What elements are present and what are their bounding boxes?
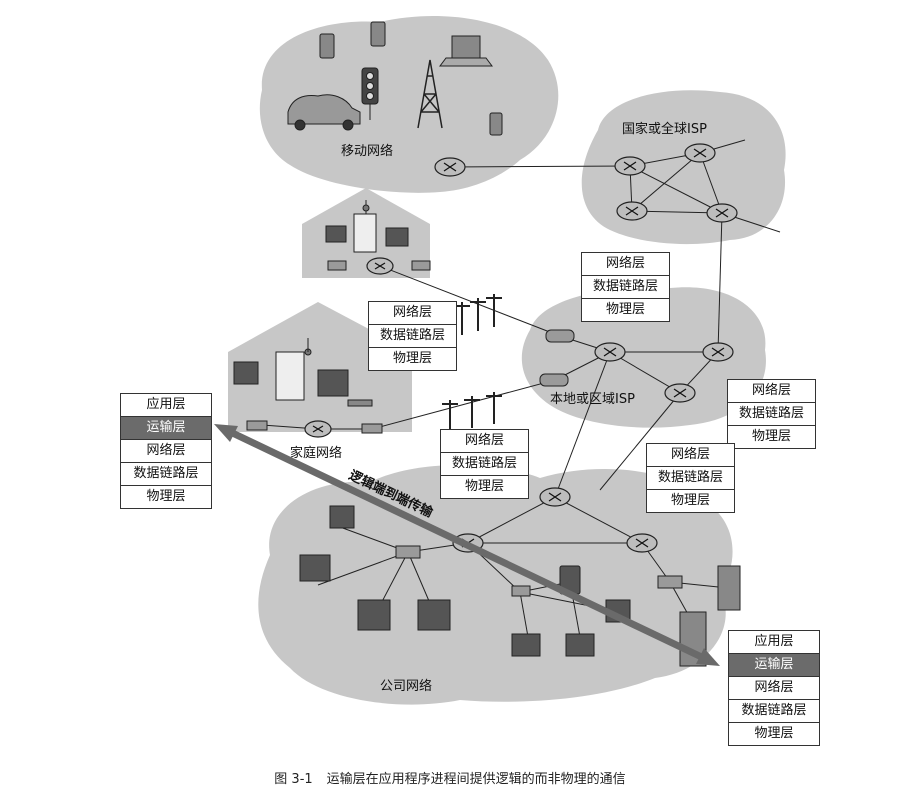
router-stack-home: 网络层 数据链路层 物理层 (368, 301, 457, 371)
router-stack-regional: 网络层 数据链路层 物理层 (727, 379, 816, 449)
modem-icon (539, 373, 569, 387)
modem-icon (545, 329, 575, 343)
desktop-monitor-icon (299, 554, 331, 582)
modem-icon (511, 585, 531, 597)
phone-icon (489, 112, 503, 136)
desktop-monitor-icon (417, 599, 451, 631)
switch-icon (395, 545, 421, 559)
router-icon (434, 157, 466, 177)
regional-isp-label: 本地或区域ISP (550, 392, 635, 407)
data-link-layer: 数据链路层 (728, 403, 815, 426)
enterprise-devices (299, 505, 741, 667)
arrowhead-right (696, 648, 720, 666)
routers (304, 143, 738, 553)
network-layer: 网络层 (441, 430, 528, 453)
physical-layer: 物理层 (754, 726, 794, 741)
figure-caption: 图 3-1 运输层在应用程序进程间提供逻辑的而非物理的通信 (0, 768, 900, 787)
data-link-layer: 数据链路层 (441, 453, 528, 476)
router-stack-middle: 网络层 数据链路层 物理层 (440, 429, 529, 499)
figure-number: 图 3-1 (274, 772, 313, 787)
lower-house-devices (233, 338, 373, 407)
enterprise-network-cloud (258, 465, 733, 705)
router-icon (702, 342, 734, 362)
laptop-icon (511, 633, 541, 657)
physical-layer: 物理层 (392, 351, 432, 366)
network-layer: 网络层 (647, 444, 734, 467)
arrowhead-left (214, 424, 238, 442)
thermometer-icon (362, 204, 370, 212)
car-icon (287, 94, 361, 125)
utility-poles (442, 294, 502, 432)
router-stack-national: 网络层 数据链路层 物理层 (581, 252, 670, 322)
data-link-layer: 数据链路层 (582, 276, 669, 299)
physical-layer: 物理层 (605, 302, 645, 317)
data-link-layer: 数据链路层 (729, 700, 819, 723)
physical-layer: 物理层 (751, 429, 791, 444)
cell-tower-icon (417, 59, 443, 129)
laptop-base-icon (439, 57, 493, 67)
laptop-icon (565, 633, 595, 657)
transport-layer: 运输层 (729, 654, 819, 677)
desktop-monitor-icon (329, 505, 355, 529)
data-link-layer: 数据链路层 (647, 467, 734, 490)
host-stack-right: 应用层 运输层 网络层 数据链路层 物理层 (728, 630, 820, 746)
laptop-icon (451, 35, 481, 59)
router-icon (706, 203, 738, 223)
router-icon (366, 257, 394, 275)
phone-icon (319, 33, 335, 59)
monitor-icon (385, 227, 409, 247)
router-icon (539, 487, 571, 507)
physical-layer: 物理层 (464, 479, 504, 494)
mobile-network-label: 移动网络 (341, 144, 394, 159)
network-layer: 网络层 (728, 380, 815, 403)
router-icon (626, 533, 658, 553)
host-stack-left: 应用层 运输层 网络层 数据链路层 物理层 (120, 393, 212, 509)
keyboard-icon (347, 399, 373, 407)
fridge-icon (353, 213, 377, 253)
figure-caption-text: 运输层在应用程序进程间提供逻辑的而非物理的通信 (326, 772, 626, 787)
enterprise-network-label: 公司网络 (380, 679, 433, 694)
network-layer: 网络层 (121, 440, 211, 463)
upper-house-devices (325, 200, 409, 253)
home-network-label: 家庭网络 (290, 446, 343, 461)
network-diagram: 逻辑端到端传输 (214, 16, 786, 705)
router-icon (304, 420, 332, 438)
network-layer: 网络层 (582, 253, 669, 276)
network-layer: 网络层 (729, 677, 819, 700)
traffic-light-icon (361, 67, 379, 120)
phone-icon (370, 21, 386, 47)
mobile-devices (287, 21, 503, 136)
modem-icon (411, 260, 431, 271)
regional-isp-cloud (521, 287, 766, 428)
laptop-icon (325, 225, 347, 243)
physical-layer: 物理层 (146, 489, 186, 504)
router-icon (684, 143, 716, 163)
server-icon (717, 565, 741, 611)
physical-layer: 物理层 (670, 493, 710, 508)
desktop-monitor-icon (357, 599, 391, 631)
router-icon (594, 342, 626, 362)
router-icon (616, 201, 648, 221)
switches (246, 260, 683, 597)
modem-icon (361, 423, 383, 434)
router-stack-enterprise-edge: 网络层 数据链路层 物理层 (646, 443, 735, 513)
switch-icon (657, 575, 683, 589)
router-icon (614, 156, 646, 176)
data-link-layer: 数据链路层 (121, 463, 211, 486)
data-link-layer: 数据链路层 (369, 325, 456, 348)
application-layer: 应用层 (729, 631, 819, 654)
transport-layer: 运输层 (121, 417, 211, 440)
modem-icon (246, 420, 268, 431)
monitor-icon (317, 369, 349, 397)
application-layer: 应用层 (121, 394, 211, 417)
server-icon (679, 611, 707, 667)
router-icon (664, 383, 696, 403)
laptop-icon (233, 361, 259, 385)
network-layer: 网络层 (369, 302, 456, 325)
fridge-icon (275, 351, 305, 401)
national-isp-label: 国家或全球ISP (622, 122, 707, 137)
modem-icon (327, 260, 347, 271)
